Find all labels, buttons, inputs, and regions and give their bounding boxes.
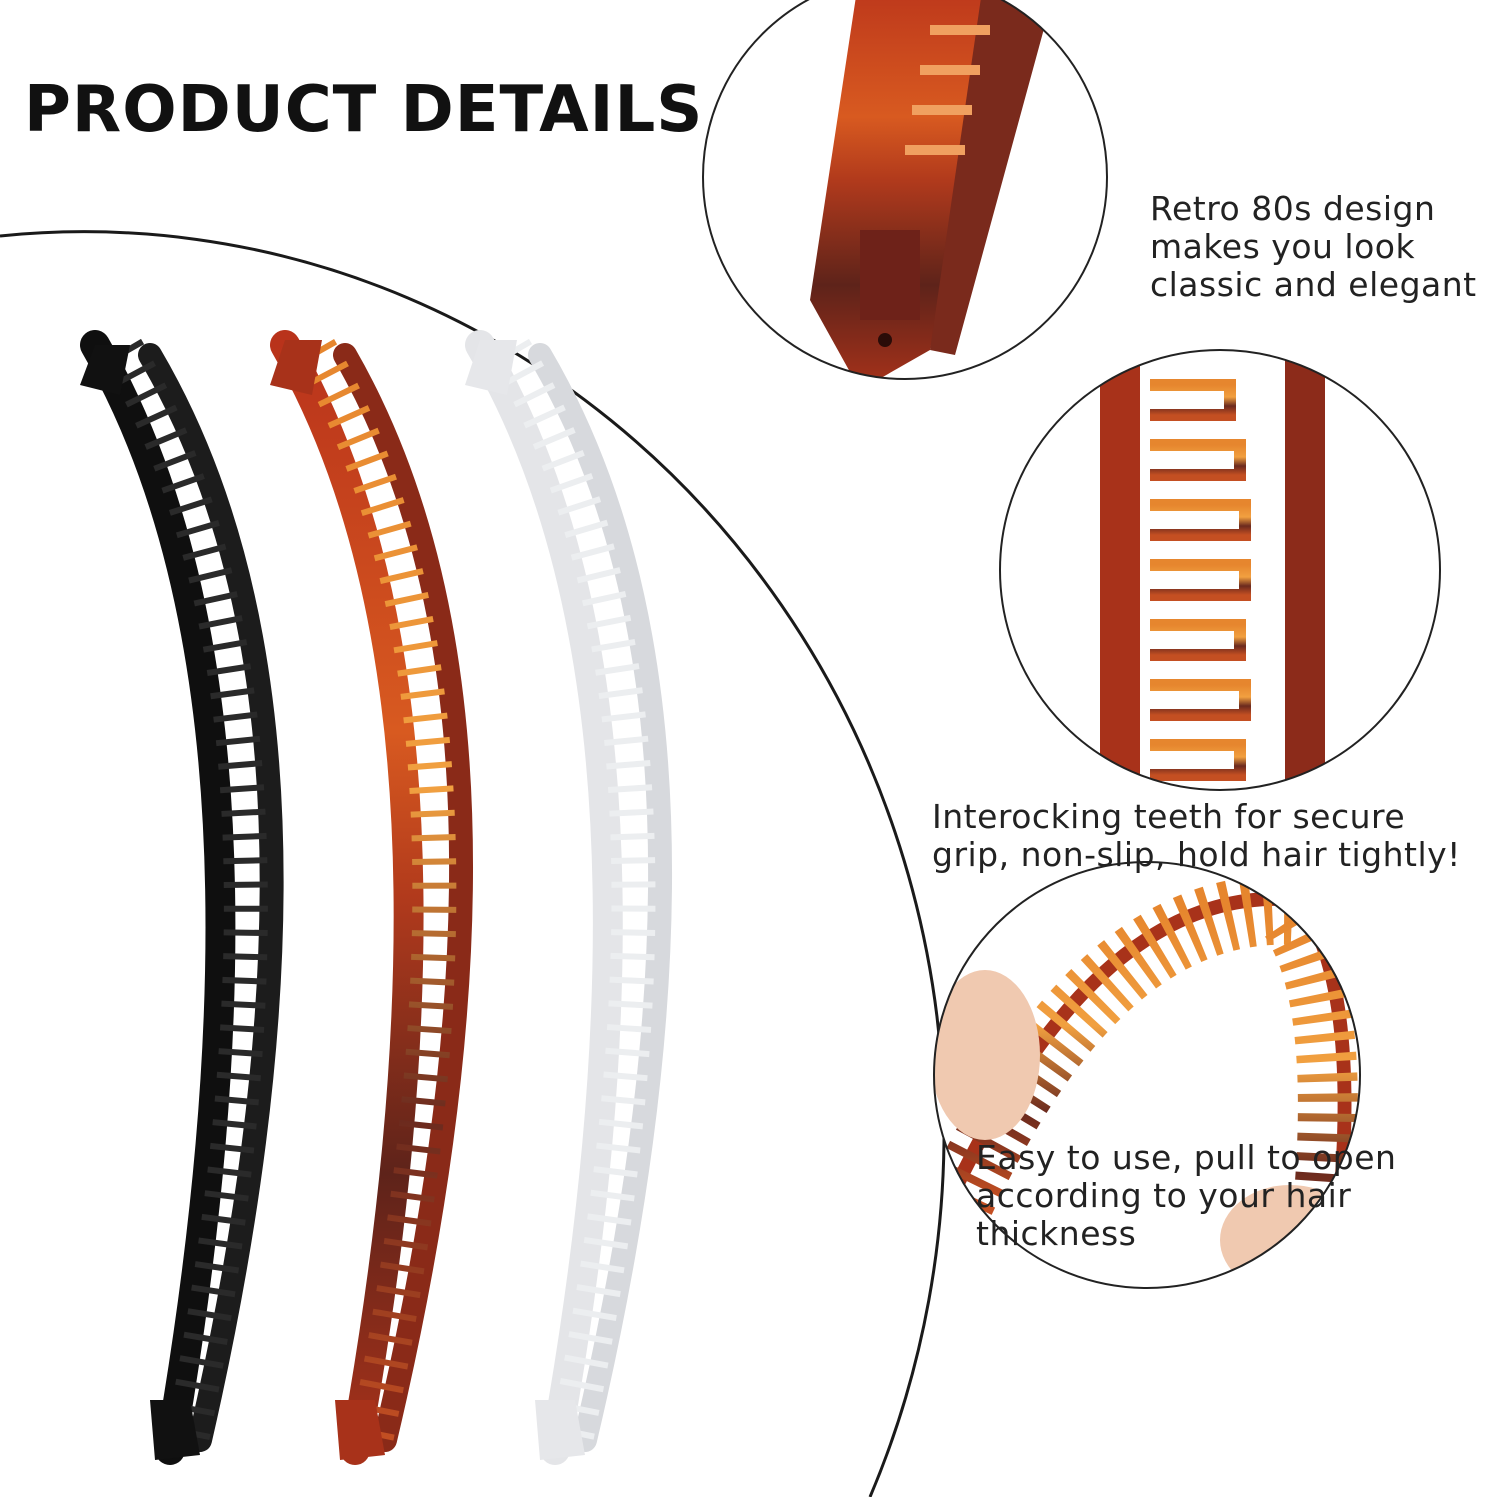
caption-line: according to your hair [976, 1176, 1352, 1215]
tortoise-banana-clip [270, 330, 474, 1465]
caption-line: classic and elegant [1150, 265, 1477, 304]
caption-line: Interocking teeth for secure [932, 797, 1406, 836]
caption-line: thickness [976, 1214, 1137, 1253]
detail-teeth-circle [999, 349, 1441, 791]
caption-line: grip, non-slip, hold hair tightly! [932, 835, 1461, 874]
detail-open-circle [933, 861, 1361, 1289]
feature-caption-easy-use: Easy to use, pull to open according to y… [976, 1139, 1396, 1253]
feature-caption-design: Retro 80s design makes you look classic … [1150, 190, 1477, 304]
caption-line: makes you look [1150, 227, 1416, 266]
caption-line: Easy to use, pull to open [976, 1138, 1397, 1177]
caption-line: Retro 80s design [1150, 189, 1436, 228]
page-title: PRODUCT DETAILS [24, 73, 704, 147]
black-banana-clip [80, 330, 284, 1465]
feature-caption-teeth: Interocking teeth for secure grip, non-s… [932, 798, 1461, 874]
detail-hinge-circle [702, 0, 1108, 380]
clear-banana-clip [465, 330, 673, 1465]
background-arc [0, 230, 946, 1497]
